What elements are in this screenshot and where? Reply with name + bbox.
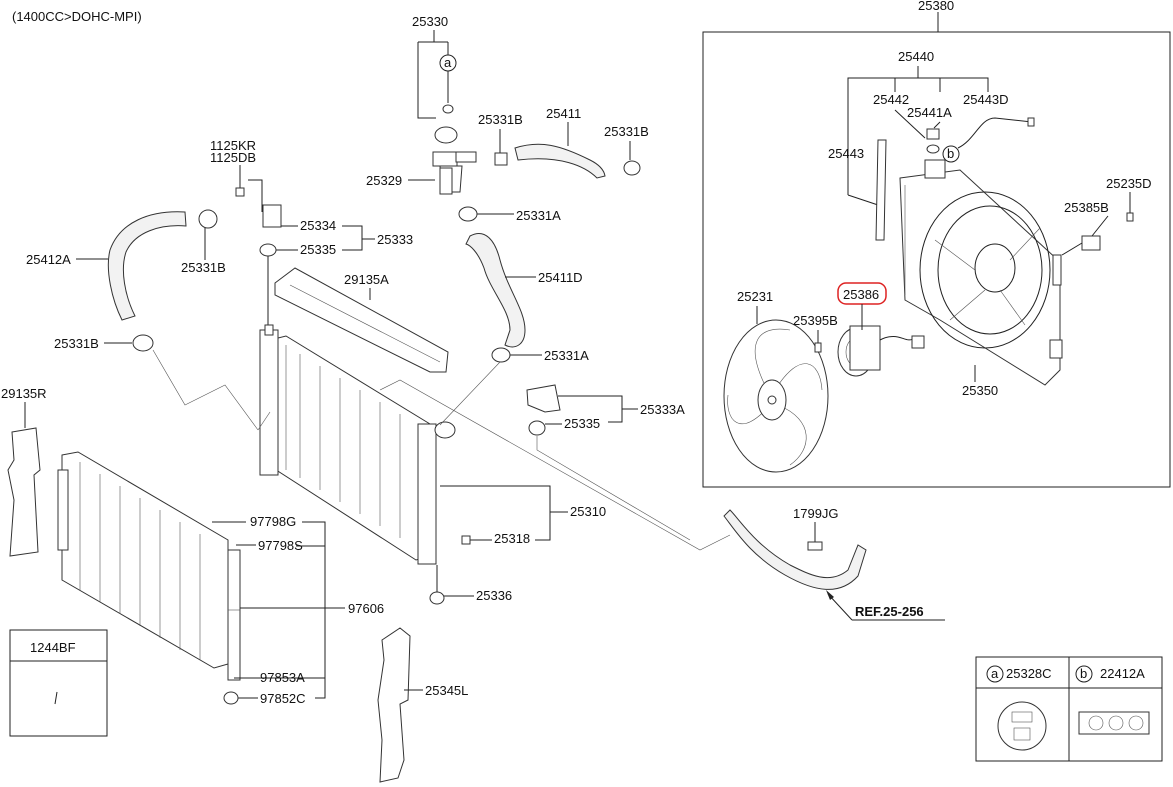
label-25331B-d[interactable]: 25331B — [54, 336, 99, 351]
engine-note: (1400CC>DOHC-MPI) — [12, 9, 142, 24]
label-25441A[interactable]: 25441A — [907, 105, 952, 120]
svg-text:a: a — [444, 55, 452, 70]
label-25350[interactable]: 25350 — [962, 383, 998, 398]
label-25345L[interactable]: 25345L — [425, 683, 468, 698]
pipe-1799JG — [723, 509, 867, 590]
label-25331B-a[interactable]: 25331B — [478, 112, 523, 127]
radiator — [259, 324, 456, 565]
label-1125KR[interactable]: 1125KR — [210, 138, 256, 153]
label-1799JG[interactable]: 1799JG — [793, 506, 839, 521]
label-97798S[interactable]: 97798S — [258, 538, 303, 553]
hose-25412A — [107, 211, 187, 321]
label-25334[interactable]: 25334 — [300, 218, 336, 233]
label-97798G[interactable]: 97798G — [250, 514, 296, 529]
label-29135A[interactable]: 29135A — [344, 272, 389, 287]
upper-hose — [514, 143, 606, 179]
radiator-cap-icon — [997, 701, 1047, 751]
label-25380[interactable]: 25380 — [918, 0, 954, 13]
label-25411[interactable]: 25411 — [546, 106, 581, 121]
svg-text:b: b — [947, 146, 954, 161]
legend-a-marker — [986, 665, 1004, 683]
air-guard-29135R — [7, 427, 41, 557]
filler-neck — [432, 151, 477, 195]
svg-text:a: a — [991, 666, 999, 681]
label-25443D[interactable]: 25443D — [963, 92, 1009, 107]
svg-text:b: b — [1080, 666, 1087, 681]
air-guard-29135A — [274, 267, 449, 373]
label-25331A-b[interactable]: 25331A — [544, 348, 589, 363]
ref-25-256[interactable]: REF.25-256 — [855, 604, 924, 619]
label-97852C[interactable]: 97852C — [260, 691, 306, 706]
label-25331B-b[interactable]: 25331B — [604, 124, 649, 139]
label-25335-b[interactable]: 25335 — [564, 416, 600, 431]
warning-label-icon — [1078, 711, 1150, 735]
cooling-fan — [723, 319, 829, 473]
legend-b-marker — [1075, 665, 1093, 683]
label-25333[interactable]: 25333 — [377, 232, 413, 247]
label-25331B-c[interactable]: 25331B — [181, 260, 226, 275]
label-25386[interactable]: 25386 — [843, 287, 879, 302]
label-25333A[interactable]: 25333A — [640, 402, 685, 417]
label-25330[interactable]: 25330 — [412, 14, 448, 29]
label-25443[interactable]: 25443 — [828, 146, 864, 161]
label-25335-a[interactable]: 25335 — [300, 242, 336, 257]
air-guard-25345L — [377, 627, 411, 783]
table-1244BF: 1244BF — [9, 629, 108, 737]
label-25412A[interactable]: 25412A — [26, 252, 71, 267]
label-25231[interactable]: 25231 — [737, 289, 773, 304]
label-1125DB[interactable]: 1125DB — [210, 150, 256, 165]
legend-b-part[interactable]: 22412A — [1100, 666, 1145, 681]
label-25385B[interactable]: 25385B — [1064, 200, 1109, 215]
legend-a-part[interactable]: 25328C — [1006, 666, 1052, 681]
lower-hose — [465, 233, 526, 348]
fan-motor — [837, 325, 925, 377]
label-25336[interactable]: 25336 — [476, 588, 512, 603]
fan-shroud — [899, 159, 1063, 386]
label-25440[interactable]: 25440 — [898, 49, 934, 64]
condenser — [57, 451, 241, 681]
label-25310[interactable]: 25310 — [570, 504, 606, 519]
label-25331A-a[interactable]: 25331A — [516, 208, 561, 223]
label-97853A[interactable]: 97853A — [260, 670, 305, 685]
label-97606[interactable]: 97606 — [348, 601, 384, 616]
label-25442[interactable]: 25442 — [873, 92, 909, 107]
label-25318[interactable]: 25318 — [494, 531, 530, 546]
label-25235D[interactable]: 25235D — [1106, 176, 1152, 191]
label-25411D[interactable]: 25411D — [538, 270, 583, 285]
label-25329[interactable]: 25329 — [366, 173, 402, 188]
fan-assembly-box — [702, 31, 1171, 488]
legend-table: a 25328C b 22412A — [975, 656, 1163, 762]
callout-b[interactable] — [942, 145, 960, 163]
label-29135R[interactable]: 29135R — [1, 386, 47, 401]
label-25395B[interactable]: 25395B — [793, 313, 838, 328]
label-1244BF[interactable]: 1244BF — [30, 640, 76, 655]
